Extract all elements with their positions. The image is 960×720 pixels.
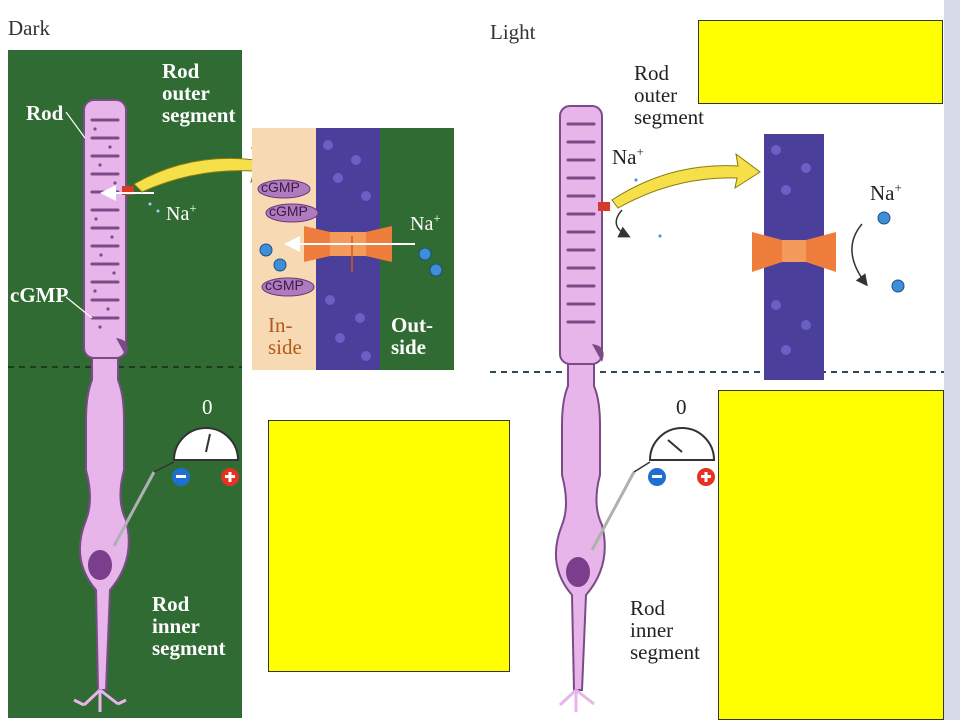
dark-channel-inset (252, 128, 454, 370)
light-channel-inset (752, 134, 905, 380)
light-rod-cell (555, 105, 606, 712)
answer-mask-dark (268, 420, 510, 672)
dark-open-channel (122, 186, 134, 195)
dark-voltmeter (112, 427, 240, 547)
inset-outside-label: Out- side (391, 313, 433, 360)
light-rod-outer-segment-label: Rod outer segment (634, 61, 704, 130)
light-na-label: Na+ (612, 144, 644, 169)
light-meter-zero: 0 (676, 395, 687, 419)
light-rod-disks (566, 122, 596, 324)
light-rod-inner-segment-label: Rod inner segment (630, 596, 700, 665)
inset-cgmp-tag-1: cGMP (261, 179, 300, 195)
dark-na-label: Na+ (166, 200, 197, 225)
inset-inside-label: In- side (268, 313, 302, 360)
dark-cgmp-label: cGMP (10, 283, 69, 307)
light-panel-title: Light (490, 20, 536, 44)
answer-mask-light (718, 390, 944, 720)
dark-panel-title: Dark (8, 16, 50, 40)
dark-rod-inner-segment-label: Rod inner segment (152, 592, 226, 661)
dark-rod-disks (90, 118, 120, 320)
dark-rod-label: Rod (26, 101, 64, 125)
inset-cgmp-tag-3: cGMP (265, 277, 304, 293)
dark-inset-na-label: Na+ (410, 210, 441, 235)
slide-edge-bar (944, 0, 960, 720)
dark-rod-outer-segment-label: Rod outer segment (162, 59, 236, 128)
dark-meter-zero: 0 (202, 395, 213, 419)
light-zoom-arrow (611, 152, 761, 209)
dark-cgmp-dots (93, 127, 117, 329)
light-inset-na-label: Na+ (870, 180, 902, 205)
answer-mask-top-right (698, 20, 943, 104)
light-na-blocked-arrow (615, 209, 631, 238)
dark-rod-cell (73, 99, 130, 712)
inset-cgmp-tag-2: cGMP (269, 203, 308, 219)
light-closed-channel (598, 202, 610, 211)
light-voltmeter (590, 427, 716, 551)
